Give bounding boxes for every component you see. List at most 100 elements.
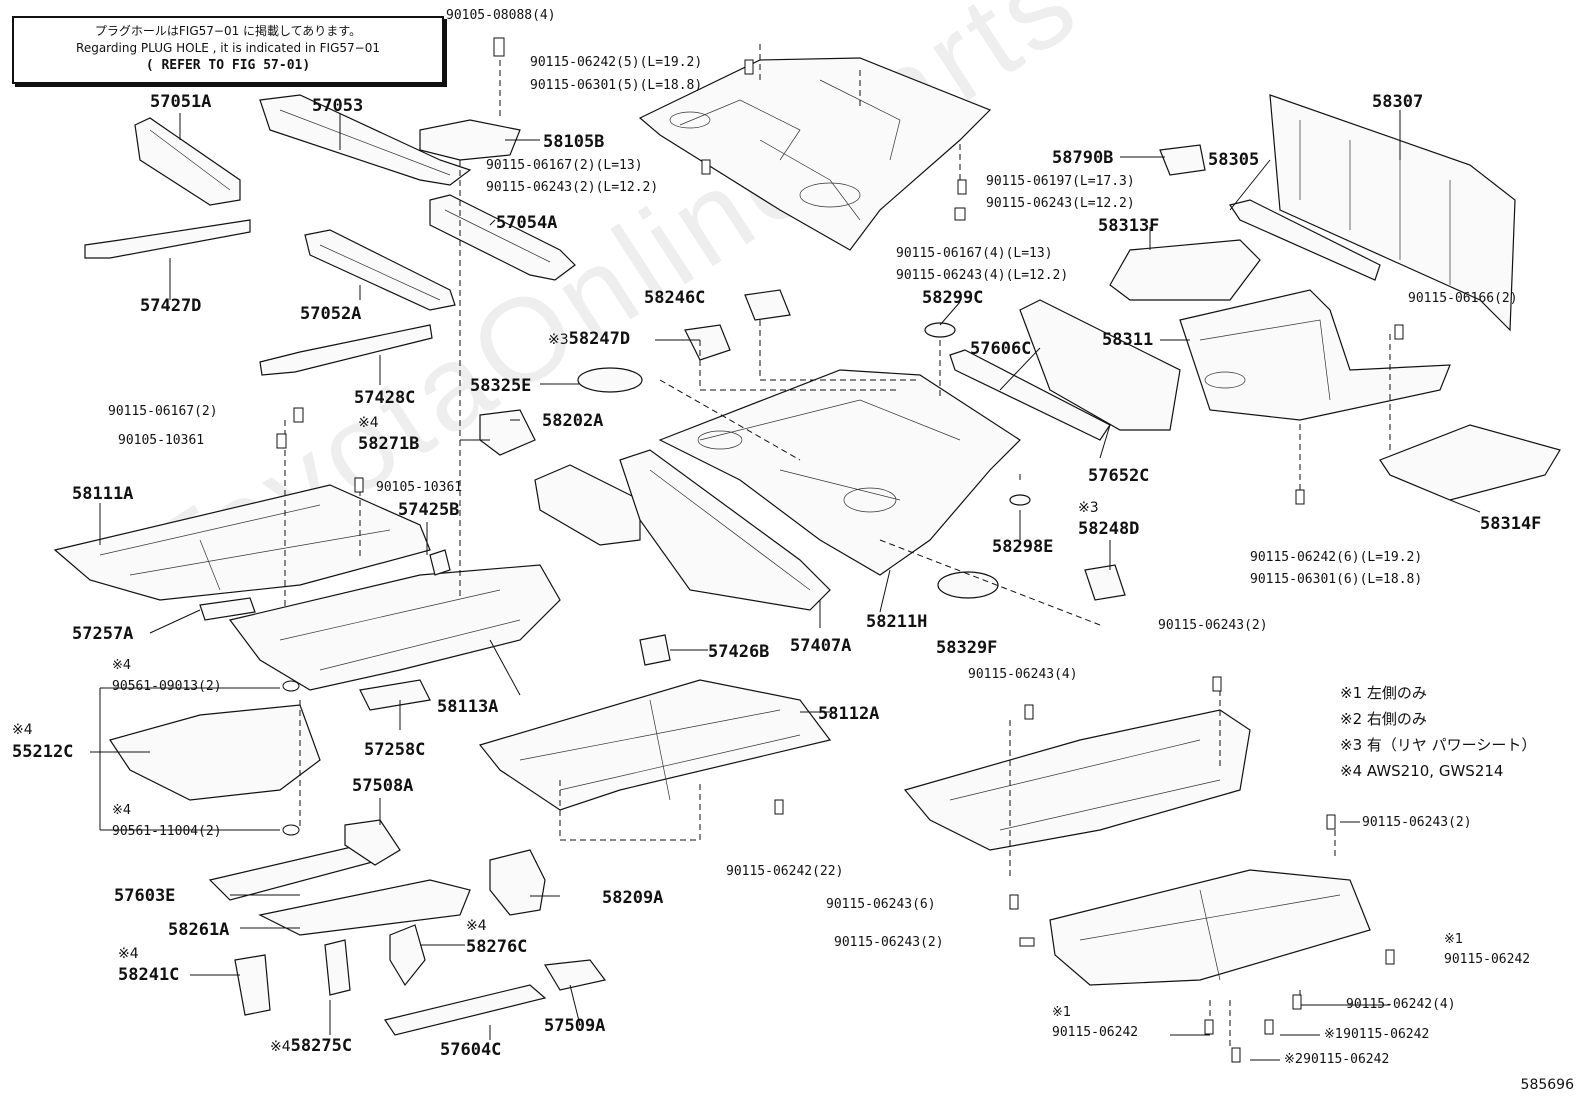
fastener-label[interactable]: ※190115-06242 bbox=[1324, 1027, 1430, 1042]
part-label-58276C[interactable]: 58276C bbox=[466, 937, 528, 957]
legend-item: ※1 左側のみ bbox=[1340, 684, 1427, 702]
part-57652C-drawing bbox=[1019, 299, 1181, 431]
fastener-label[interactable]: 90115-06301(5)(L=18.8) bbox=[530, 78, 703, 93]
legend: ※1 左側のみ ※2 右側のみ ※3 有（リヤ パワーシート） ※4 AWS21… bbox=[1340, 680, 1536, 784]
part-label-57257A[interactable]: 57257A bbox=[72, 624, 134, 644]
fastener-label[interactable]: 90115-06243(2) bbox=[834, 935, 944, 950]
part-label-55212C[interactable]: 55212C bbox=[12, 742, 74, 762]
prefix-58241C: ※4 bbox=[118, 946, 139, 962]
part-label-57407A[interactable]: 57407A bbox=[790, 636, 852, 656]
fastener-label[interactable]: 90115-06243(L=12.2) bbox=[986, 196, 1135, 211]
part-57427D-drawing bbox=[84, 219, 251, 259]
fastener-label[interactable]: 90115-06167(4)(L=13) bbox=[896, 246, 1053, 261]
part-label-57051A[interactable]: 57051A bbox=[150, 92, 212, 112]
part-57606C-drawing bbox=[949, 349, 1111, 441]
part-label-57606C[interactable]: 57606C bbox=[970, 339, 1032, 359]
part-label-58271B[interactable]: 58271B bbox=[358, 434, 420, 454]
fastener-label[interactable]: 90115-06243(4) bbox=[968, 667, 1078, 682]
fastener-label[interactable]: 90115-06243(2)(L=12.2) bbox=[486, 180, 659, 195]
upper-floor-pan-drawing bbox=[638, 57, 992, 251]
part-label-57652C[interactable]: 57652C bbox=[1088, 466, 1150, 486]
part-label-57052A[interactable]: 57052A bbox=[300, 304, 362, 324]
part-58313F-drawing bbox=[1109, 239, 1261, 301]
fastener-label[interactable]: 90115-06242(5)(L=19.2) bbox=[530, 55, 703, 70]
fastener-label[interactable]: 90105-08088(4) bbox=[446, 8, 556, 23]
part-label-58311[interactable]: 58311 bbox=[1102, 330, 1154, 350]
leader-lines bbox=[90, 110, 1481, 1061]
part-label-58247D[interactable]: ※358247D bbox=[548, 329, 631, 349]
part-label-58313F[interactable]: 58313F bbox=[1098, 216, 1160, 236]
part-label-58261A[interactable]: 58261A bbox=[168, 920, 230, 940]
part-label-58105B[interactable]: 58105B bbox=[543, 132, 605, 152]
fastener-label[interactable]: 90561-09013(2) bbox=[112, 679, 222, 694]
fastener-label[interactable]: 90105-10361 bbox=[118, 433, 205, 448]
fastener-label[interactable]: 90115-06167(2) bbox=[108, 404, 218, 419]
fastener-label[interactable]: 90115-06167(2)(L=13) bbox=[486, 158, 643, 173]
part-label-57508A[interactable]: 57508A bbox=[352, 776, 414, 796]
part-label-57054A[interactable]: 57054A bbox=[496, 213, 558, 233]
part-57604C-drawing bbox=[384, 984, 547, 1036]
part-label-58113A[interactable]: 58113A bbox=[437, 697, 499, 717]
part-label-57427D[interactable]: 57427D bbox=[140, 296, 202, 316]
fastener-label[interactable]: 90115-06301(6)(L=18.8) bbox=[1250, 572, 1423, 587]
part-label-58314F[interactable]: 58314F bbox=[1480, 514, 1542, 534]
part-label-58211H[interactable]: 58211H bbox=[866, 612, 928, 632]
dashed-guide-lines bbox=[284, 40, 1391, 1050]
fastener-label[interactable]: 90115-06242(22) bbox=[726, 864, 844, 879]
part-58305-drawing bbox=[1229, 199, 1381, 281]
part-label-57509A[interactable]: 57509A bbox=[544, 1016, 606, 1036]
part-label-58299C[interactable]: 58299C bbox=[922, 288, 984, 308]
part-label-57603E[interactable]: 57603E bbox=[114, 886, 176, 906]
part-label-57053[interactable]: 57053 bbox=[312, 96, 364, 116]
fastener-label[interactable]: ※290115-06242 bbox=[1284, 1052, 1390, 1067]
fastener-label[interactable]: 90115-06197(L=17.3) bbox=[986, 174, 1135, 189]
part-label-58329F[interactable]: 58329F bbox=[936, 638, 998, 658]
fastener-label[interactable]: 90561-11004(2) bbox=[112, 824, 222, 839]
fastener-label[interactable]: 90115-06242 bbox=[1052, 1025, 1139, 1040]
part-label-58112A[interactable]: 58112A bbox=[818, 704, 880, 724]
fastener-label[interactable]: 90115-06243(6) bbox=[826, 897, 936, 912]
part-label-58275C[interactable]: ※458275C bbox=[270, 1036, 353, 1056]
part-label-58298E[interactable]: 58298E bbox=[992, 537, 1054, 557]
part-label-57258C[interactable]: 57258C bbox=[364, 740, 426, 760]
part-label-58241C[interactable]: 58241C bbox=[118, 965, 180, 985]
part-57603E-drawing bbox=[208, 844, 382, 901]
fastener-prefix: ※1 bbox=[1444, 932, 1464, 947]
fastener-label[interactable]: 90115-06242(4) bbox=[1346, 997, 1456, 1012]
fastener-label[interactable]: 90115-06242(6)(L=19.2) bbox=[1250, 550, 1423, 565]
part-57053-drawing bbox=[259, 94, 472, 186]
part-58111A-drawing bbox=[53, 484, 431, 601]
screws-drawing bbox=[276, 37, 1404, 1063]
fastener-label[interactable]: 90105-10361 bbox=[376, 480, 463, 495]
fastener-label[interactable]: 90115-06242 bbox=[1444, 952, 1531, 967]
part-label-58202A[interactable]: 58202A bbox=[542, 411, 604, 431]
fastener-label[interactable]: 90115-06243(4)(L=12.2) bbox=[896, 268, 1069, 283]
fastener-label[interactable]: 90115-06166(2) bbox=[1408, 291, 1518, 306]
plug-hole-note: プラグホールはFIG57−01 に掲載してあります。 Regarding PLU… bbox=[12, 16, 444, 84]
prefix-58271B: ※4 bbox=[358, 415, 379, 431]
part-label-58325E[interactable]: 58325E bbox=[470, 376, 532, 396]
fastener-label[interactable]: 90115-06243(2) bbox=[1158, 618, 1268, 633]
part-label-58209A[interactable]: 58209A bbox=[602, 888, 664, 908]
part-label-58790B[interactable]: 58790B bbox=[1052, 148, 1114, 168]
part-label-58305[interactable]: 58305 bbox=[1208, 150, 1260, 170]
part-label-57426B[interactable]: 57426B bbox=[708, 642, 770, 662]
part-label-57428C[interactable]: 57428C bbox=[354, 388, 416, 408]
small-brackets-drawing bbox=[199, 144, 1206, 1016]
fastener-label[interactable]: 90115-06243(2) bbox=[1362, 815, 1472, 830]
part-label-58307[interactable]: 58307 bbox=[1372, 92, 1424, 112]
part-label-57425B[interactable]: 57425B bbox=[398, 500, 460, 520]
note-japanese: プラグホールはFIG57−01 に掲載してあります。 bbox=[94, 24, 362, 38]
part-58311-drawing bbox=[1179, 289, 1451, 421]
figure-id: 585696 bbox=[1520, 1077, 1574, 1093]
part-58261A-drawing bbox=[258, 879, 471, 936]
part-58202A-drawing bbox=[534, 464, 641, 546]
part-label-58248D[interactable]: 58248D bbox=[1078, 519, 1140, 539]
part-label-58111A[interactable]: 58111A bbox=[72, 484, 134, 504]
part-label-58246C[interactable]: 58246C bbox=[644, 288, 706, 308]
part-58112A-drawing bbox=[478, 679, 832, 811]
part-label-57604C[interactable]: 57604C bbox=[440, 1040, 502, 1060]
legend-item: ※4 AWS210, GWS214 bbox=[1340, 762, 1504, 780]
